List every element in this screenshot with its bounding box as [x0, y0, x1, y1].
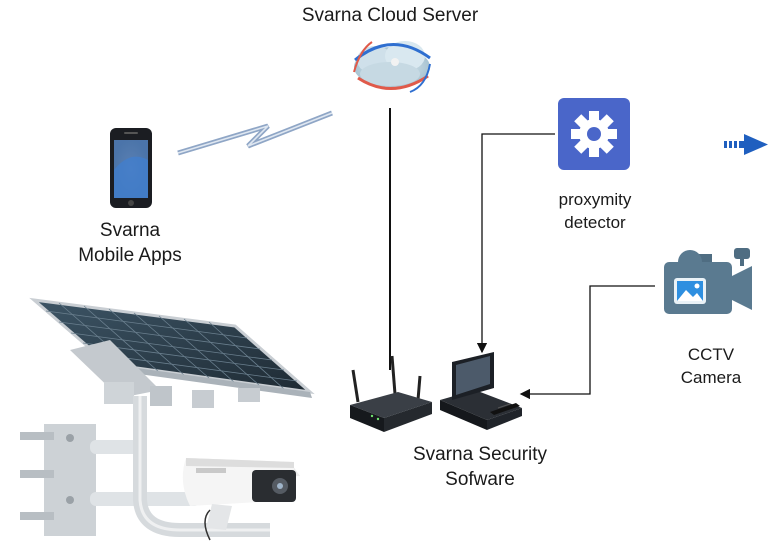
solar-camera-pole-icon: [20, 297, 315, 541]
cloud-server-icon: [353, 41, 431, 93]
wireless-link-icon: [177, 110, 333, 156]
cctv-camera-label-line2: Camera: [680, 368, 742, 387]
security-software-label-line2: Sofware: [445, 469, 515, 490]
camera-to-pc-connector: [519, 285, 655, 400]
cloud-server-label: Svarna Cloud Server: [270, 3, 510, 28]
mobile-phone-icon: [110, 128, 152, 208]
security-software-label: Svarna Security Sofware: [385, 442, 575, 492]
proximity-detector-label-line2: detector: [564, 213, 626, 232]
cctv-camera-label-line1: CCTV: [687, 345, 735, 364]
proximity-detector-label: proxymity detector: [530, 188, 660, 234]
mobile-apps-label: Svarna Mobile Apps: [50, 218, 210, 268]
cloud-server-label-text: Svarna Cloud Server: [301, 5, 479, 26]
arrow-right-icon: [724, 134, 768, 155]
mobile-apps-label-line2: Mobile Apps: [78, 245, 182, 266]
desktop-computer-icon: [440, 352, 522, 430]
cctv-camera-label: CCTV Camera: [656, 343, 766, 389]
video-camera-icon: [664, 248, 752, 314]
detector-to-pc-connector: [476, 133, 555, 354]
security-software-label-line1: Svarna Security: [412, 444, 548, 465]
router-icon: [350, 355, 432, 432]
mobile-apps-label-line1: Svarna: [99, 220, 161, 241]
gear-icon: [558, 98, 630, 170]
proximity-detector-label-line1: proxymity: [558, 190, 632, 209]
